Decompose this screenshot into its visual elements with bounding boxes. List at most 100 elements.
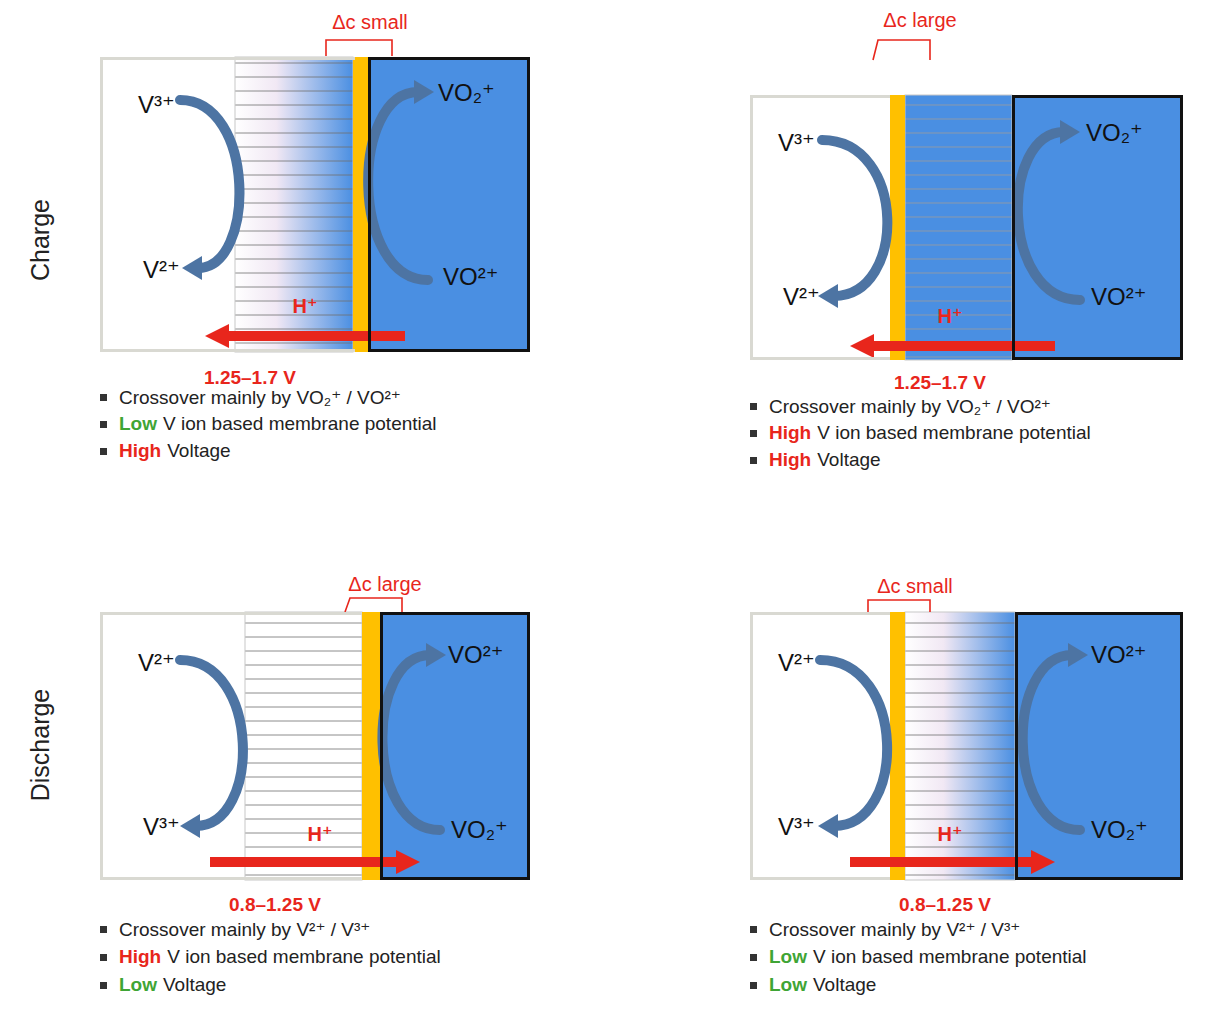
rating-word: High	[119, 946, 161, 968]
voltage-range: 0.8–1.25 V	[899, 894, 991, 916]
positive-half-cell: VO₂⁺ VO²⁺	[368, 57, 530, 352]
reaction-arrowhead	[180, 814, 200, 838]
delta-c-label: Δc large	[883, 9, 956, 32]
reaction-arrow	[1023, 655, 1080, 830]
ion-label: VO₂⁺	[1086, 119, 1143, 147]
proton-arrow	[870, 341, 1055, 351]
bullet-row: High V ion based membrane potential	[750, 422, 1091, 444]
bullet-square	[100, 448, 107, 455]
ion-label: VO₂⁺	[438, 79, 495, 107]
proton-arrow	[225, 331, 405, 341]
negative-half-cell: V³⁺V²⁺	[750, 95, 890, 360]
delta-c-label: Δc small	[877, 575, 953, 598]
rating-word: Low	[769, 946, 807, 968]
bullet-row: High V ion based membrane potential	[100, 946, 441, 968]
rating-word: Low	[119, 413, 157, 435]
bullet-square	[100, 982, 107, 989]
bullet-row: Crossover mainly by VO₂⁺ / VO²⁺	[750, 395, 1051, 418]
proton-arrowhead	[396, 850, 420, 874]
reaction-arrow	[822, 140, 887, 296]
ion-label: VO²⁺	[448, 641, 503, 669]
electrolyte-fill	[1015, 612, 1183, 880]
proton-label: H⁺	[308, 822, 333, 846]
bullet-square	[750, 457, 757, 464]
ion-label: V³⁺	[778, 813, 815, 841]
row-label: Discharge	[26, 689, 55, 802]
bullet-row: Crossover mainly by V²⁺ / V³⁺	[100, 918, 370, 941]
ion-label: VO₂⁺	[1091, 816, 1148, 844]
bullet-row: HighVoltage	[750, 449, 881, 471]
electrode-region	[235, 57, 353, 352]
bullet-square	[750, 926, 757, 933]
bullet-row: Low V ion based membrane potential	[750, 946, 1087, 968]
ion-label: V³⁺	[138, 91, 175, 119]
bullet-text: Crossover mainly by V²⁺ / V³⁺	[119, 918, 370, 941]
row-label: Charge	[26, 199, 55, 281]
membrane	[362, 612, 380, 880]
bullet-row: LowVoltage	[100, 974, 226, 996]
bullet-text: V ion based membrane potential	[817, 422, 1091, 444]
electrode-region	[245, 612, 362, 880]
proton-label: H⁺	[938, 304, 963, 328]
ion-label: V²⁺	[143, 256, 180, 284]
ion-label: V²⁺	[778, 649, 815, 677]
reaction-arrow	[368, 92, 428, 280]
positive-half-cell: VO²⁺ VO₂⁺	[1015, 612, 1183, 880]
reaction-arrowhead	[818, 284, 838, 308]
proton-arrow	[850, 857, 1035, 867]
rating-word: High	[769, 422, 811, 444]
bullet-text: Crossover mainly by V²⁺ / V³⁺	[769, 918, 1020, 941]
voltage-range: 1.25–1.7 V	[204, 367, 296, 389]
reaction-arrowhead	[426, 643, 446, 667]
bullet-square	[750, 954, 757, 961]
bullet-text: V ion based membrane potential	[163, 413, 437, 435]
bullet-text: V ion based membrane potential	[813, 946, 1087, 968]
ion-label: VO²⁺	[443, 263, 498, 291]
ion-label: VO²⁺	[1091, 641, 1146, 669]
proton-arrowhead	[1031, 850, 1055, 874]
electrolyte-fill	[380, 612, 530, 880]
positive-half-cell: VO₂⁺VO²⁺	[1012, 95, 1183, 360]
bullet-square	[750, 403, 757, 410]
ion-label: V³⁺	[778, 129, 815, 157]
reaction-arrow	[382, 655, 440, 830]
reaction-arrowhead	[182, 256, 202, 280]
bullet-row: HighVoltage	[100, 440, 231, 462]
concentration-bracket	[873, 40, 930, 60]
reaction-arrowhead	[1068, 643, 1088, 667]
bullet-text: Crossover mainly by VO₂⁺ / VO²⁺	[119, 386, 401, 409]
bullet-square	[100, 926, 107, 933]
reaction-arrowhead	[818, 814, 838, 838]
electrode-region	[905, 95, 1012, 360]
proton-arrowhead	[205, 324, 229, 348]
ion-label: V²⁺	[138, 649, 175, 677]
ion-label: V³⁺	[143, 813, 180, 841]
reaction-arrowhead	[1060, 120, 1080, 144]
bullet-text: Voltage	[167, 440, 230, 462]
bullet-text: Voltage	[813, 974, 876, 996]
proton-arrow	[210, 857, 400, 867]
positive-half-cell: VO²⁺VO₂⁺	[380, 612, 530, 880]
bullet-square	[100, 421, 107, 428]
bullet-text: Crossover mainly by VO₂⁺ / VO²⁺	[769, 395, 1051, 418]
concentration-bracket	[345, 598, 402, 612]
rating-word: Low	[119, 974, 157, 996]
bullet-row: Crossover mainly by V²⁺ / V³⁺	[750, 918, 1020, 941]
reaction-arrow	[180, 100, 239, 268]
voltage-range: 0.8–1.25 V	[229, 894, 321, 916]
bullet-row: Crossover mainly by VO₂⁺ / VO²⁺	[100, 386, 401, 409]
electrode-hatching	[905, 95, 1012, 360]
proton-arrowhead	[850, 334, 874, 358]
reaction-arrow	[180, 660, 243, 826]
electrode-region	[905, 612, 1015, 880]
concentration-bracket	[326, 40, 392, 56]
negative-half-cell: V²⁺ V³⁺	[750, 612, 890, 880]
bullet-text: V ion based membrane potential	[167, 946, 441, 968]
rating-word: High	[769, 449, 811, 471]
bullet-square	[750, 982, 757, 989]
bullet-row: Low Voltage	[750, 974, 876, 996]
electrode-hatching	[245, 612, 362, 880]
rating-word: Low	[769, 974, 807, 996]
delta-c-label: Δc small	[332, 11, 408, 34]
voltage-range: 1.25–1.7 V	[894, 372, 986, 394]
